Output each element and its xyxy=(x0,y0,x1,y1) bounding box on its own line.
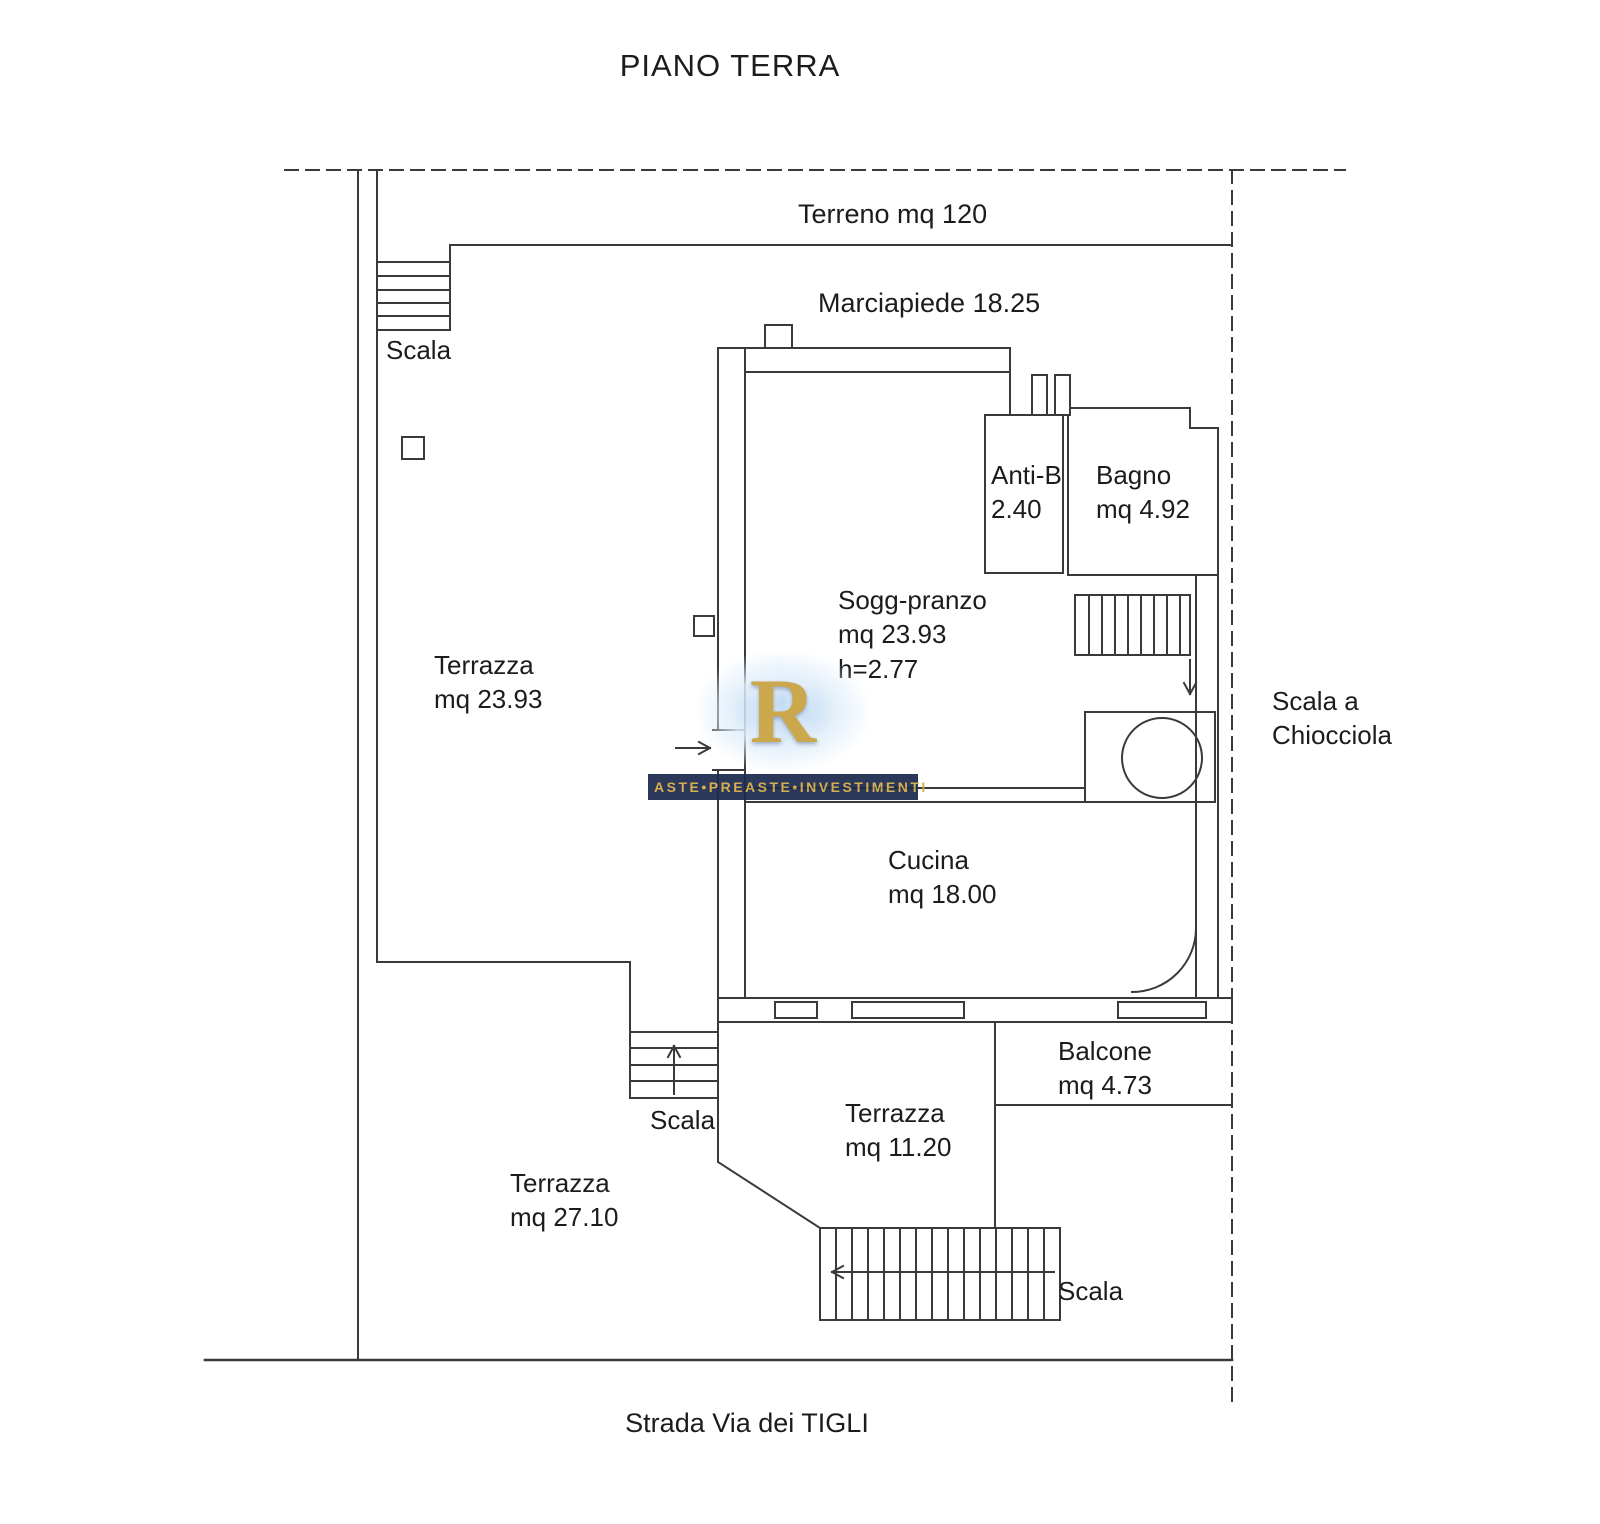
label-line: Terrazza xyxy=(845,1098,945,1128)
label-scala-chiocciola: Scala a Chiocciola xyxy=(1272,684,1392,753)
label-line: mq 18.00 xyxy=(888,879,997,910)
watermark-band-text: ASTE•PREASTE•INVESTIMENTI xyxy=(648,774,925,800)
label-line: Sogg-pranzo xyxy=(838,585,987,615)
label-line: mq 27.10 xyxy=(510,1202,619,1233)
label-line: Cucina xyxy=(888,845,969,875)
terrace-pillar xyxy=(401,436,425,460)
label-scala-mid: Scala xyxy=(650,1105,716,1135)
label-terreno: Terreno mq 120 xyxy=(798,199,988,229)
stairs-interior-run xyxy=(1074,594,1198,696)
label-terrazza-mid: Terrazza mq 11.20 xyxy=(845,1096,951,1165)
site-lines xyxy=(203,169,1234,1362)
bath-block xyxy=(984,371,1219,576)
kitchen-door-arc xyxy=(1130,926,1198,994)
label-balcone: Balcone mq 4.73 xyxy=(1058,1034,1152,1103)
watermark-logo: R xyxy=(695,650,871,772)
plan-title: PIANO TERRA xyxy=(619,48,841,83)
label-line: Terrazza xyxy=(510,1168,610,1198)
stairs-top-left xyxy=(376,261,451,331)
label-bagno: Bagno mq 4.92 xyxy=(1096,458,1190,527)
spiral-staircase xyxy=(1084,711,1216,803)
label-scala-bottom: Scala xyxy=(1058,1276,1124,1306)
watermark-monogram: R xyxy=(749,660,817,762)
label-line: Scala a xyxy=(1272,686,1359,716)
label-strada: Strada Via dei TIGLI xyxy=(625,1408,869,1438)
property-boundary-dashed xyxy=(284,169,1346,1409)
label-line: Balcone xyxy=(1058,1036,1152,1066)
label-marciapiede: Marciapiede 18.25 xyxy=(818,288,1041,318)
label-scala-top: Scala xyxy=(386,335,452,365)
label-line: mq 23.93 xyxy=(838,619,947,650)
label-cucina: Cucina mq 18.00 xyxy=(888,843,996,912)
label-terrazza-left: Terrazza mq 23.93 xyxy=(434,648,542,717)
terrace-left-boundary xyxy=(376,961,631,1033)
watermark: R ASTE•PREASTE•INVESTIMENTI xyxy=(648,650,925,800)
bottom-wall-windows xyxy=(774,1001,1207,1019)
label-line: Terrazza xyxy=(434,650,534,680)
stairs-bottom xyxy=(819,1227,1061,1321)
label-line: Anti-B xyxy=(991,460,1062,490)
label-line: mq 11.20 xyxy=(845,1132,952,1163)
label-sogg-pranzo: Sogg-pranzo mq 23.93 h=2.77 xyxy=(838,583,987,686)
label-line: mq 23.93 xyxy=(434,684,543,715)
label-line: 2.40 xyxy=(991,494,1042,525)
label-line: Chiocciola xyxy=(1272,720,1392,751)
label-line: mq 4.73 xyxy=(1058,1070,1152,1101)
stairs-mid xyxy=(629,1031,719,1099)
label-line: Bagno xyxy=(1096,460,1172,490)
label-terrazza-bottom: Terrazza mq 27.10 xyxy=(510,1166,618,1235)
label-line: mq 4.92 xyxy=(1096,494,1190,525)
label-anti-b: Anti-B 2.40 xyxy=(991,458,1062,527)
